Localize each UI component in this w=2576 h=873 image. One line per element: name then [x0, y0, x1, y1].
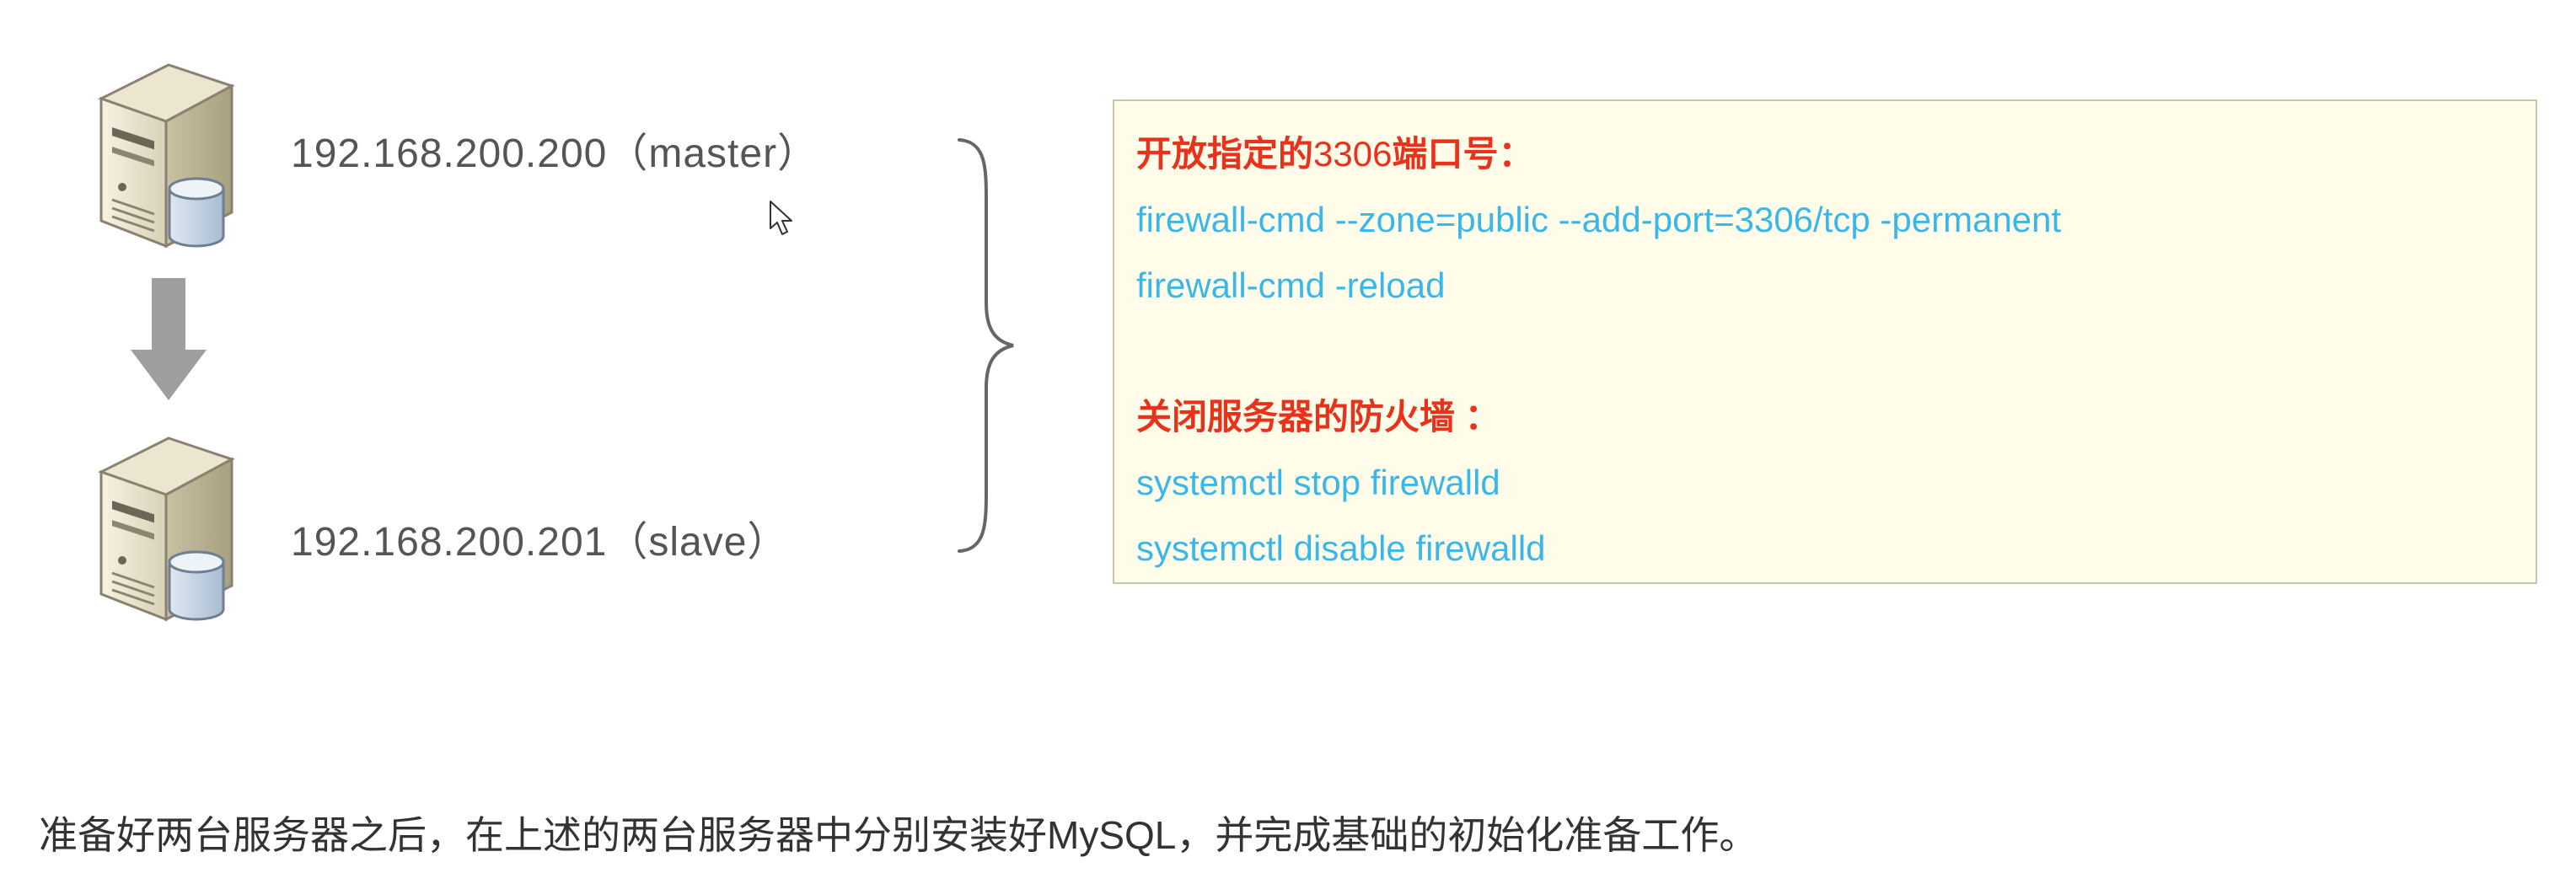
master-server-icon: [89, 52, 240, 254]
add-port-command: firewall-cmd --zone=public --add-port=33…: [1136, 200, 2062, 239]
mouse-cursor-icon: [769, 200, 797, 237]
slide-caption: 准备好两台服务器之后，在上述的两台服务器中分别安装好MySQL，并完成基础的初始…: [39, 813, 1758, 857]
open-port-heading-number: 3306: [1313, 134, 1393, 174]
section-spacer: [1136, 319, 2514, 384]
open-port-heading: 开放指定的3306端口号：: [1136, 121, 2514, 187]
disable-firewall-command: systemctl disable firewalld: [1136, 528, 1546, 568]
slave-server-label: 192.168.200.201（slave）: [291, 520, 789, 565]
master-server-label: 192.168.200.200（master）: [291, 131, 819, 176]
open-port-heading-suffix: 端口号：: [1392, 134, 1534, 174]
firewall-instructions-box: 开放指定的3306端口号： firewall-cmd --zone=public…: [1113, 99, 2537, 584]
disable-firewall-heading: 关闭服务器的防火墙 ：: [1136, 397, 1500, 436]
slave-server-icon: [89, 426, 240, 628]
reload-command: firewall-cmd -reload: [1136, 265, 1446, 305]
right-curly-brace: [953, 135, 1020, 556]
stop-firewall-command: systemctl stop firewalld: [1136, 463, 1500, 502]
open-port-heading-prefix: 开放指定的: [1136, 134, 1314, 174]
replication-arrow-icon: [126, 278, 211, 404]
